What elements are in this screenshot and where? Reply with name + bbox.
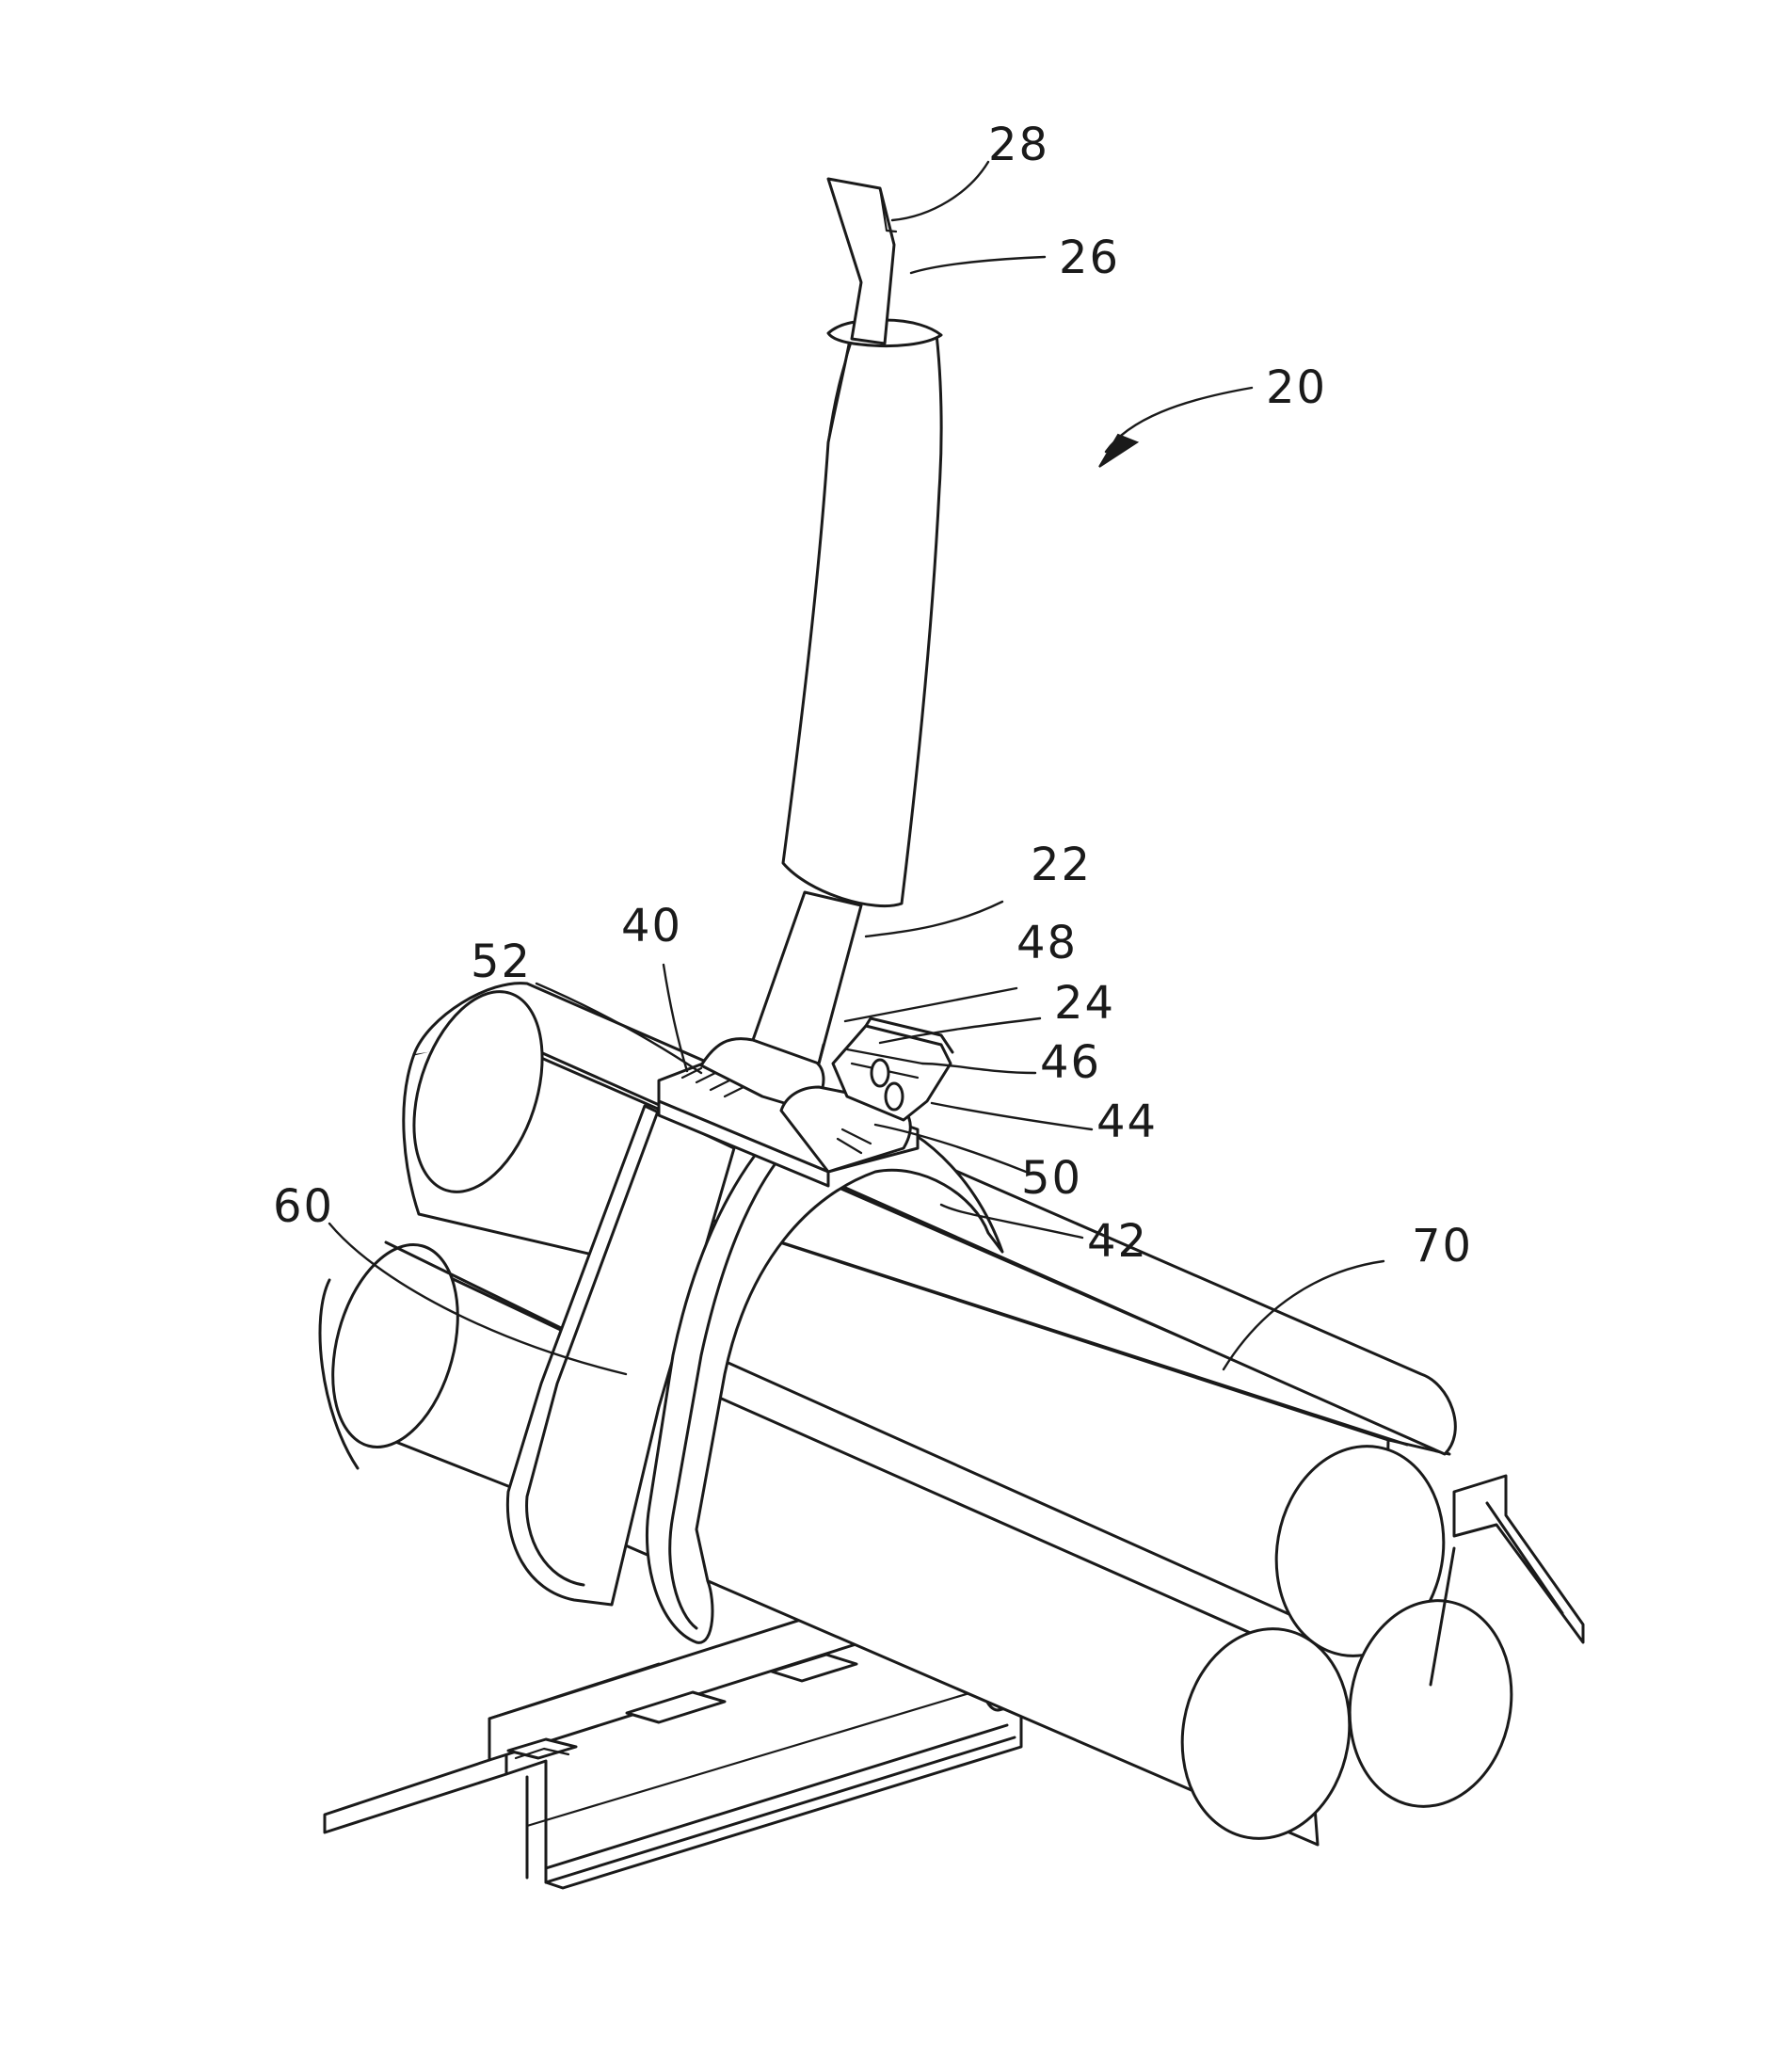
ref-label-28: 28: [988, 119, 1049, 171]
ref-label-46: 46: [1040, 1036, 1101, 1089]
ref-label-22: 22: [1031, 839, 1092, 891]
ref-label-50: 50: [1021, 1152, 1082, 1205]
ref-label-40: 40: [621, 900, 682, 952]
ref-label-70: 70: [1412, 1220, 1473, 1272]
strap-tip-26-28: [828, 179, 896, 344]
ref-label-44: 44: [1096, 1096, 1158, 1148]
ref-label-20: 20: [1266, 361, 1327, 414]
ref-label-24: 24: [1054, 977, 1115, 1030]
ref-label-42: 42: [1087, 1215, 1148, 1268]
ref-label-52: 52: [471, 936, 532, 988]
strap-tail-22: [753, 892, 861, 1064]
ref-label-60: 60: [273, 1180, 334, 1233]
sleeve-handle: [783, 320, 941, 906]
ref-label-26: 26: [1059, 232, 1120, 284]
ref-label-48: 48: [1016, 917, 1078, 969]
assembly-arrow-20: [1099, 388, 1252, 467]
